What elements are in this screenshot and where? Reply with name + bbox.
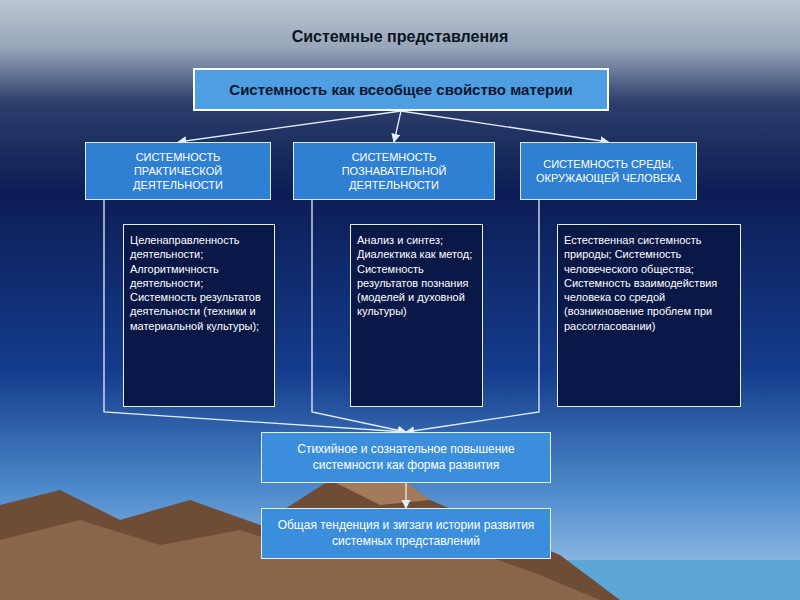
- node-text: СИСТЕМНОСТЬ ПРАКТИЧЕСКОЙ ДЕЯТЕЛЬНОСТИ: [92, 150, 264, 193]
- node-text: Общая тенденция и зигзаги истории развит…: [272, 518, 540, 549]
- node-text: Анализ и синтез; Диалектика как метод; С…: [357, 233, 476, 319]
- result-box: Общая тенденция и зигзаги истории развит…: [261, 508, 551, 559]
- connector: [401, 111, 609, 142]
- category-box: СИСТЕМНОСТЬ ПРАКТИЧЕСКОЙ ДЕЯТЕЛЬНОСТИ: [85, 142, 271, 200]
- category-box: СИСТЕМНОСТЬ СРЕДЫ, ОКРУЖАЮЩЕЙ ЧЕЛОВЕКА: [520, 142, 697, 200]
- node-text: СИСТЕМНОСТЬ ПОЗНАВАТЕЛЬНОЙ ДЕЯТЕЛЬНОСТИ: [300, 150, 488, 193]
- connector: [405, 483, 406, 508]
- node-text: Системность как всеобщее свойство матери…: [229, 80, 572, 100]
- connector: [394, 111, 401, 142]
- category-box: СИСТЕМНОСТЬ ПОЗНАВАТЕЛЬНОЙ ДЕЯТЕЛЬНОСТИ: [293, 142, 495, 200]
- node-text: СИСТЕМНОСТЬ СРЕДЫ, ОКРУЖАЮЩЕЙ ЧЕЛОВЕКА: [527, 157, 690, 186]
- root-box: Системность как всеобщее свойство матери…: [193, 68, 609, 111]
- list-box: Естественная системность природы; Систем…: [557, 224, 741, 407]
- node-text: Естественная системность природы; Систем…: [564, 233, 734, 333]
- node-text: Целенаправленность деятельности; Алгорит…: [130, 233, 268, 333]
- list-box: Целенаправленность деятельности; Алгорит…: [123, 224, 275, 407]
- node-text: Стихийное и сознательное повышение систе…: [272, 442, 540, 473]
- list-box: Анализ и синтез; Диалектика как метод; С…: [350, 224, 483, 407]
- connector: [178, 111, 401, 142]
- process-box: Стихийное и сознательное повышение систе…: [261, 432, 551, 483]
- diagram-title: Системные представления: [0, 28, 800, 46]
